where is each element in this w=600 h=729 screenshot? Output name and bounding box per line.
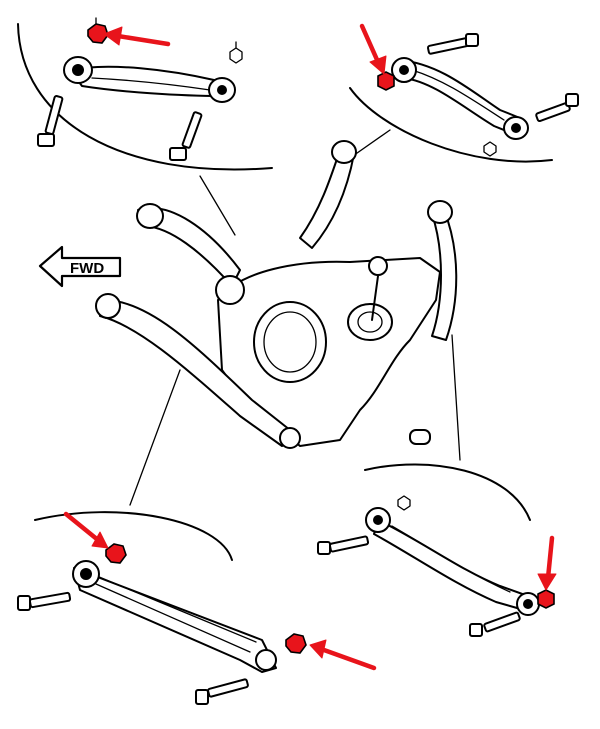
- knuckle-boss: [347, 303, 393, 341]
- highlight-nut-5: [537, 589, 555, 609]
- bolt-4: [535, 93, 579, 123]
- red-arrow-2: [359, 23, 387, 75]
- lower-arm-main: [99, 299, 291, 447]
- leader-line-1: [199, 175, 236, 236]
- fwd-label: FWD: [70, 260, 104, 277]
- leader-line-4: [451, 334, 461, 461]
- knuckle-assembly: [95, 140, 458, 449]
- bolt-2: [169, 111, 203, 161]
- rear-upper-arm: [431, 209, 458, 341]
- callout-arc-bottom-right: [364, 463, 531, 521]
- callout-arc-top-left: [17, 23, 273, 171]
- callout-arc-bottom-left: [34, 511, 233, 561]
- bolt-7: [317, 535, 370, 555]
- upper-link-right: [299, 149, 355, 249]
- callout-arc-top-right: [349, 87, 553, 163]
- toe-link-detail: [377, 33, 579, 157]
- red-arrow-4: [309, 639, 377, 671]
- bolt-5: [17, 591, 72, 611]
- bolt-6: [195, 678, 249, 705]
- lower-link-bushing-right: [255, 649, 277, 671]
- hub-bore: [253, 301, 327, 383]
- highlight-nut-4: [285, 633, 307, 654]
- bolt-1: [37, 95, 64, 147]
- spacer-sleeve: [409, 429, 431, 445]
- trailing-link-detail: [317, 495, 555, 637]
- red-arrow-3: [63, 511, 109, 549]
- lower-link-detail: [17, 543, 307, 705]
- fwd-arrow: FWD: [38, 245, 122, 288]
- red-arrow-1: [103, 26, 171, 47]
- trailing-link: [373, 519, 529, 611]
- highlight-nut-3: [105, 543, 127, 564]
- toe-link: [399, 59, 521, 135]
- leader-line-3: [129, 369, 181, 506]
- highlight-nut-1: [87, 23, 109, 44]
- red-arrow-5: [537, 535, 557, 591]
- upper-arm-detail: [37, 17, 243, 161]
- lower-link: [73, 567, 277, 673]
- highlight-nut-2: [377, 71, 395, 91]
- knuckle-body: [217, 257, 441, 447]
- bolt-3: [426, 33, 479, 55]
- bolt-8: [469, 611, 521, 637]
